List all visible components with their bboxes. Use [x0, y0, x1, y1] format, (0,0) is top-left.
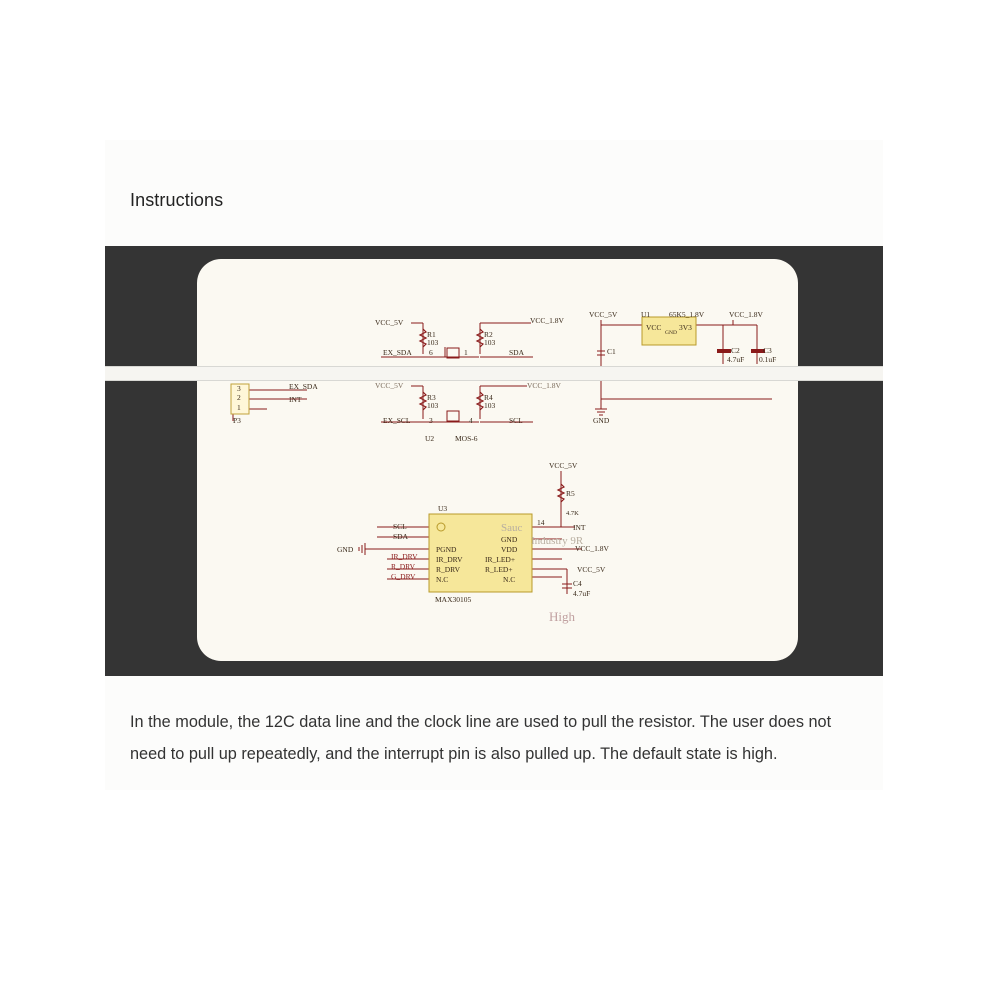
- svg-text:IR_DRV: IR_DRV: [436, 555, 463, 564]
- svg-text:PGND: PGND: [436, 545, 457, 554]
- watermark-high: High: [549, 609, 576, 624]
- svg-text:EX_SCL: EX_SCL: [383, 416, 411, 425]
- svg-text:C1: C1: [607, 347, 616, 356]
- svg-text:4.7uF: 4.7uF: [727, 355, 744, 364]
- svg-text:R4: R4: [484, 393, 493, 402]
- svg-text:103: 103: [427, 401, 439, 410]
- svg-text:MOS-6: MOS-6: [455, 434, 478, 443]
- svg-text:U2: U2: [425, 434, 434, 443]
- circuit-schematic: VCC_5V R1 103 R2 103 VCC_1.8V EX_SDA SDA…: [230, 310, 776, 624]
- svg-text:GND: GND: [501, 535, 518, 544]
- svg-text:P3: P3: [233, 416, 241, 425]
- svg-text:0.1uF: 0.1uF: [759, 355, 776, 364]
- svg-text:Sauc: Sauc: [501, 522, 523, 534]
- svg-text:65K5_1.8V: 65K5_1.8V: [669, 310, 705, 319]
- svg-text:1: 1: [237, 403, 241, 412]
- svg-text:G_DRV: G_DRV: [391, 572, 416, 581]
- svg-text:R5: R5: [566, 489, 575, 498]
- svg-text:INT: INT: [573, 523, 586, 532]
- regulator-u1: [641, 316, 697, 346]
- svg-text:C3: C3: [763, 346, 772, 355]
- svg-text:14: 14: [537, 518, 545, 527]
- svg-text:N.C: N.C: [503, 575, 515, 584]
- svg-text:VCC_1.8V: VCC_1.8V: [527, 381, 562, 390]
- svg-text:VDD: VDD: [501, 545, 518, 554]
- instructions-text: In the module, the 12C data line and the…: [130, 713, 832, 763]
- svg-text:MAX30105: MAX30105: [435, 595, 472, 604]
- svg-text:4: 4: [469, 416, 473, 425]
- svg-text:R_DRV: R_DRV: [436, 565, 461, 574]
- svg-text:SDA: SDA: [509, 348, 525, 357]
- svg-text:IR_LED+: IR_LED+: [485, 555, 515, 564]
- svg-text:6: 6: [429, 348, 433, 357]
- svg-text:R1: R1: [427, 330, 436, 339]
- schematic-card: VCC_5V R1 103 R2 103 VCC_1.8V EX_SDA SDA…: [197, 259, 798, 661]
- svg-text:GND: GND: [593, 416, 610, 425]
- svg-text:N.C: N.C: [436, 575, 448, 584]
- svg-text:VCC_5V: VCC_5V: [375, 381, 404, 390]
- connector-p3: [230, 383, 250, 415]
- svg-text:SCL: SCL: [393, 522, 407, 531]
- svg-text:103: 103: [484, 401, 496, 410]
- svg-text:SCL: SCL: [509, 416, 523, 425]
- svg-text:3V3: 3V3: [679, 323, 692, 332]
- svg-text:Industry 9R: Industry 9R: [531, 535, 584, 547]
- svg-text:VCC_1.8V: VCC_1.8V: [729, 310, 764, 319]
- svg-text:SDA: SDA: [393, 532, 409, 541]
- svg-text:4.7K: 4.7K: [566, 510, 579, 517]
- svg-text:1: 1: [464, 348, 468, 357]
- svg-text:VCC_5V: VCC_5V: [375, 318, 404, 327]
- svg-text:VCC_5V: VCC_5V: [589, 310, 618, 319]
- svg-text:VCC_5V: VCC_5V: [577, 565, 606, 574]
- svg-text:VCC_1.8V: VCC_1.8V: [530, 316, 565, 325]
- svg-text:2: 2: [237, 393, 241, 402]
- svg-text:INT: INT: [289, 395, 302, 404]
- svg-text:GND: GND: [665, 330, 677, 336]
- svg-text:R_LED+: R_LED+: [485, 565, 513, 574]
- svg-text:U3: U3: [438, 504, 447, 513]
- svg-text:EX_SDA: EX_SDA: [383, 348, 412, 357]
- svg-text:VCC_5V: VCC_5V: [549, 461, 578, 470]
- svg-text:103: 103: [484, 338, 496, 347]
- svg-text:IR_DRV: IR_DRV: [391, 552, 418, 561]
- svg-text:R3: R3: [427, 393, 436, 402]
- section-title: Instructions: [130, 190, 224, 210]
- svg-text:R_DRV: R_DRV: [391, 562, 416, 571]
- svg-text:R2: R2: [484, 330, 493, 339]
- svg-text:VCC: VCC: [646, 323, 661, 332]
- svg-text:VCC_1.8V: VCC_1.8V: [575, 544, 610, 553]
- ic-max30105: [428, 513, 533, 593]
- svg-text:GND: GND: [337, 545, 354, 554]
- svg-text:4.7uF: 4.7uF: [573, 589, 590, 598]
- svg-text:3: 3: [237, 384, 241, 393]
- svg-text:103: 103: [427, 338, 439, 347]
- svg-text:C4: C4: [573, 579, 582, 588]
- svg-text:EX_SDA: EX_SDA: [289, 382, 318, 391]
- image-split-gap: [105, 366, 883, 380]
- svg-text:3: 3: [429, 416, 433, 425]
- svg-text:C2: C2: [731, 346, 740, 355]
- svg-text:U1: U1: [641, 310, 650, 319]
